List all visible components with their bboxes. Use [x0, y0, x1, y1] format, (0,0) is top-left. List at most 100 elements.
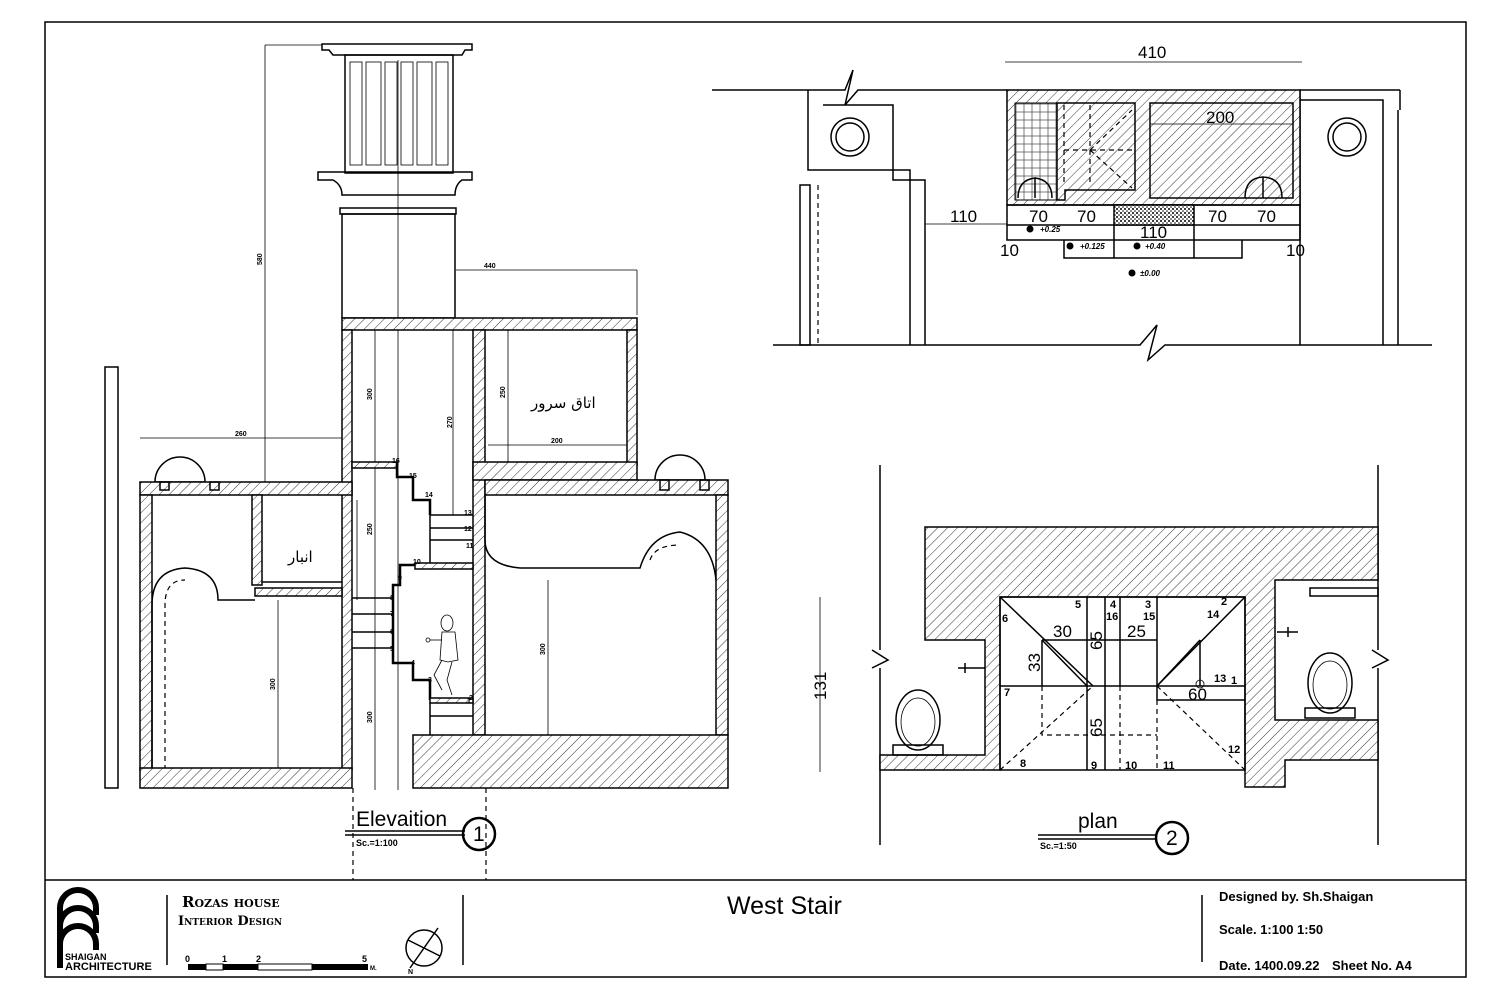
svg-text:1: 1: [473, 823, 485, 846]
svg-text:65: 65: [1087, 718, 1106, 737]
svg-text:8: 8: [1020, 758, 1026, 770]
svg-text:+0.125: +0.125: [1080, 242, 1105, 251]
person-figure: [425, 614, 459, 696]
svg-text:15: 15: [409, 473, 417, 480]
svg-text:Sc.=1:50: Sc.=1:50: [1040, 841, 1077, 851]
room-label-upper: اتاق سرور: [530, 394, 596, 412]
svg-text:10: 10: [413, 559, 421, 566]
svg-text:N: N: [408, 969, 413, 976]
svg-text:M.: M.: [370, 966, 377, 972]
svg-text:12: 12: [464, 526, 472, 533]
svg-text:11: 11: [1163, 760, 1175, 772]
svg-text:plan: plan: [1078, 810, 1118, 833]
svg-text:110: 110: [950, 207, 977, 226]
svg-text:+0.40: +0.40: [1145, 242, 1166, 251]
project-subtitle: Interior Design: [178, 914, 282, 929]
svg-text:110: 110: [1140, 223, 1167, 242]
sheet-number: Sheet No. A4: [1332, 958, 1412, 973]
svg-text:+0.25: +0.25: [1040, 225, 1061, 234]
svg-text:Elevaition: Elevaition: [356, 808, 447, 831]
svg-text:13: 13: [1214, 673, 1226, 685]
project-name: Rozas house: [182, 893, 280, 911]
svg-text:70: 70: [1077, 207, 1096, 226]
svg-text:2: 2: [469, 695, 473, 702]
svg-text:300: 300: [367, 711, 374, 723]
north-arrow-icon: N: [405, 927, 443, 976]
svg-text:13: 13: [464, 510, 472, 517]
sheet-border: [44, 21, 1467, 978]
svg-text:270: 270: [447, 416, 454, 428]
stair-plan-drawing: 131 30 25 33 65 65 60 1 2 3 4 5 6 7 8 9 …: [811, 465, 1390, 845]
svg-text:25: 25: [1127, 622, 1146, 641]
svg-text:9: 9: [398, 575, 402, 582]
svg-text:10: 10: [1286, 241, 1305, 260]
elevation-drawing: 580 440 300 270 250 200 اتاق سرور 260 30…: [104, 43, 729, 880]
svg-text:30: 30: [1053, 622, 1072, 641]
svg-text:4: 4: [1110, 599, 1117, 611]
svg-text:10: 10: [1000, 241, 1019, 260]
svg-text:580: 580: [257, 253, 264, 265]
svg-text:250: 250: [367, 523, 374, 535]
svg-text:4: 4: [411, 660, 415, 667]
elevation-caption: Elevaition Sc.=1:100 1: [345, 808, 497, 852]
plan-stair-numbers: 1 2 3 4 5 6 7 8 9 10 11 12 13 14 15 16: [1002, 596, 1240, 772]
date: Date. 1400.09.22: [1219, 958, 1319, 973]
svg-text:300: 300: [540, 643, 547, 655]
svg-text:1: 1: [1231, 675, 1237, 687]
svg-text:8: 8: [390, 595, 394, 602]
svg-text:300: 300: [367, 388, 374, 400]
svg-text:300: 300: [270, 678, 277, 690]
elevation-stair-numbers: 1 2 3 4 5 6 7 8 9 10 11 12 13 14 15 16: [390, 458, 474, 705]
svg-text:131: 131: [811, 672, 830, 700]
svg-text:16: 16: [1106, 611, 1118, 623]
designed-by: Designed by. Sh.Shaigan: [1219, 889, 1373, 904]
svg-text:60: 60: [1188, 685, 1207, 704]
svg-text:14: 14: [425, 492, 433, 499]
room-label-storage: انبار: [287, 548, 313, 566]
svg-text:12: 12: [1228, 744, 1240, 756]
plan-top-drawing: 410 200 110 70 70 70 70 110 10 10 +0.25 …: [712, 43, 1432, 363]
svg-text:5: 5: [1075, 599, 1081, 611]
svg-text:250: 250: [500, 386, 507, 398]
svg-text:260: 260: [235, 431, 247, 438]
svg-text:33: 33: [1025, 653, 1044, 672]
svg-text:3: 3: [428, 677, 432, 684]
svg-text:1: 1: [222, 954, 227, 964]
scale-info: Scale. 1:100 1:50: [1219, 922, 1323, 937]
svg-text:6: 6: [390, 629, 394, 636]
svg-text:0: 0: [185, 954, 190, 964]
svg-text:2: 2: [256, 954, 261, 964]
svg-text:7: 7: [1004, 687, 1010, 699]
svg-text:14: 14: [1207, 609, 1220, 621]
scale-bar: 0 1 2 5 M.: [185, 954, 377, 972]
title-block: SHAIGAN ARCHITECTURE Rozas house Interio…: [57, 887, 1412, 976]
svg-text:1: 1: [467, 698, 471, 705]
svg-text:2: 2: [1221, 596, 1227, 608]
svg-text:±0.00: ±0.00: [1140, 269, 1161, 278]
svg-text:16: 16: [392, 458, 400, 465]
svg-text:ARCHITECTURE: ARCHITECTURE: [65, 961, 152, 973]
svg-text:70: 70: [1208, 207, 1227, 226]
svg-text:Sc.=1:100: Sc.=1:100: [356, 838, 398, 848]
svg-text:10: 10: [1125, 760, 1137, 772]
svg-text:15: 15: [1143, 611, 1155, 623]
svg-text:5: 5: [362, 954, 367, 964]
svg-text:2: 2: [1166, 827, 1178, 850]
svg-text:6: 6: [1002, 613, 1008, 625]
svg-text:7: 7: [390, 611, 394, 618]
svg-text:440: 440: [484, 263, 496, 270]
svg-text:SHAIGAN: SHAIGAN: [65, 952, 107, 962]
svg-text:3: 3: [1145, 599, 1151, 611]
svg-text:410: 410: [1138, 43, 1166, 62]
plan-caption: plan Sc.=1:50 2: [1038, 810, 1190, 856]
shaigan-logo: SHAIGAN ARCHITECTURE: [57, 887, 152, 973]
svg-text:65: 65: [1087, 631, 1106, 650]
svg-text:200: 200: [551, 438, 563, 445]
svg-text:70: 70: [1029, 207, 1048, 226]
sheet-title: West Stair: [727, 892, 842, 920]
svg-text:9: 9: [1091, 760, 1097, 772]
svg-text:70: 70: [1257, 207, 1276, 226]
svg-text:5: 5: [390, 646, 394, 653]
svg-text:200: 200: [1206, 108, 1234, 127]
